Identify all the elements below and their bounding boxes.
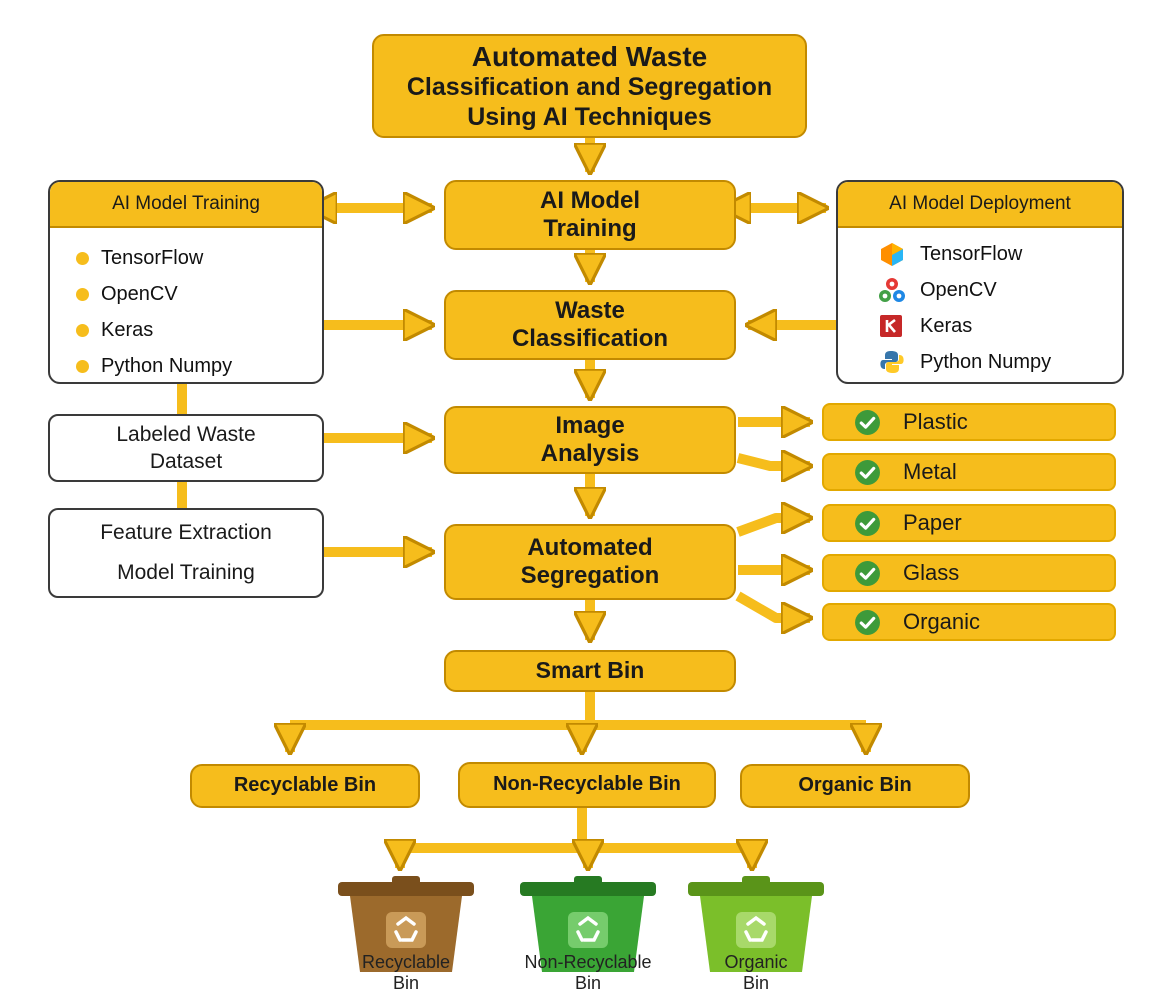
check-circle-icon	[855, 510, 880, 536]
deployment-tool-label: TensorFlow	[920, 242, 1023, 265]
labeled-dataset-box: Labeled Waste Dataset	[48, 414, 324, 482]
training-tool-label: OpenCV	[101, 282, 178, 305]
check-circle-icon	[855, 409, 880, 435]
training-tool-item: OpenCV	[76, 276, 322, 312]
non-recyclable-bin-label: Non-Recyclable Bin	[493, 773, 681, 796]
title-line-3: Using AI Techniques	[467, 102, 712, 131]
opencv-logo-icon	[879, 278, 905, 302]
deployment-tool-item: OpenCV	[878, 272, 1122, 308]
ai-model-training-label: AI Model Training	[540, 186, 640, 242]
model-training-label: Model Training	[117, 561, 255, 584]
recyclable-bin-label: Recyclable Bin	[233, 774, 377, 797]
waste-classification-label: Waste Classification	[511, 296, 669, 352]
category-tile-metal: Metal	[822, 453, 1116, 491]
bullet-icon	[76, 251, 89, 265]
organic-bin-icon	[688, 876, 824, 972]
deployment-tool-item: TensorFlow	[878, 236, 1122, 272]
check-circle-icon	[855, 560, 880, 586]
category-tile-paper: Paper	[822, 504, 1116, 542]
automated-segregation-node: Automated Segregation	[444, 524, 736, 600]
deployment-tool-item: Python Numpy	[878, 344, 1122, 380]
recyclable-bin-box: Recyclable Bin	[190, 764, 420, 808]
ai-model-training-node: AI Model Training	[444, 180, 736, 250]
deployment-tool-label: Python Numpy	[920, 350, 1052, 373]
organic-bin-box: Organic Bin	[740, 764, 970, 808]
feature-extraction-label: Feature Extraction	[100, 521, 272, 545]
smart-bin-label: Smart Bin	[535, 657, 645, 684]
keras-logo-icon	[880, 315, 902, 337]
deployment-tools-panel: AI Model Deployment TensorFlow OpenCV	[836, 180, 1124, 384]
non-recyclable-bin-icon	[520, 876, 656, 972]
deployment-tools-list: TensorFlow OpenCV Keras	[838, 228, 1122, 380]
training-tool-item: Keras	[76, 312, 322, 348]
deployment-tool-label: Keras	[920, 314, 973, 337]
python-logo-icon	[880, 351, 904, 373]
training-tool-label: Keras	[101, 318, 154, 341]
non-recyclable-bin-box: Non-Recyclable Bin	[458, 762, 716, 808]
category-tile-organic: Organic	[822, 603, 1116, 641]
image-analysis-node: Image Analysis	[444, 406, 736, 474]
title-line-1: Automated Waste	[471, 40, 708, 72]
training-tool-label: Python Numpy	[101, 354, 233, 377]
recyclable-bin-icon	[338, 876, 474, 972]
tensorflow-logo-icon	[881, 243, 903, 266]
diagram-title: Automated Waste Classification and Segre…	[372, 34, 807, 138]
automated-segregation-label: Automated Segregation	[520, 533, 660, 589]
training-tools-header: AI Model Training	[50, 182, 322, 228]
check-circle-icon	[855, 459, 880, 485]
labeled-dataset-line-1: Labeled Waste	[116, 422, 256, 446]
category-label: Organic	[903, 609, 981, 634]
labeled-dataset-line-2: Dataset	[149, 450, 223, 473]
title-line-2: Classification and Segregation	[406, 73, 773, 102]
deployment-tool-label: OpenCV	[920, 278, 997, 301]
bullet-icon	[76, 287, 89, 301]
image-analysis-label: Image Analysis	[540, 411, 640, 467]
category-tile-glass: Glass	[822, 554, 1116, 592]
category-label: Glass	[903, 560, 960, 585]
bullet-icon	[76, 323, 89, 337]
recyclable-bin-caption: Recyclable Bin	[361, 952, 451, 993]
deployment-tool-item: Keras	[878, 308, 1122, 344]
category-label: Plastic	[903, 409, 968, 434]
category-label: Metal	[903, 459, 957, 484]
training-tools-list: TensorFlow OpenCV Keras Python Numpy	[50, 228, 322, 382]
deployment-tools-header: AI Model Deployment	[838, 182, 1122, 228]
organic-bin-label: Organic Bin	[798, 774, 912, 797]
bullet-icon	[76, 359, 89, 373]
training-tool-item: Python Numpy	[76, 348, 322, 382]
training-tool-label: TensorFlow	[101, 246, 204, 269]
smart-bin-node: Smart Bin	[444, 650, 736, 692]
waste-classification-node: Waste Classification	[444, 290, 736, 360]
organic-bin-caption: Organic Bin	[724, 952, 788, 993]
check-circle-icon	[855, 609, 880, 635]
feature-extraction-box: Feature Extraction Model Training	[48, 508, 324, 598]
training-tool-item: TensorFlow	[76, 240, 322, 276]
category-tile-plastic: Plastic	[822, 403, 1116, 441]
category-label: Paper	[903, 510, 962, 535]
training-tools-panel: AI Model Training TensorFlow OpenCV Kera…	[48, 180, 324, 384]
non-recyclable-bin-caption: Non-Recyclable Bin	[524, 952, 652, 993]
